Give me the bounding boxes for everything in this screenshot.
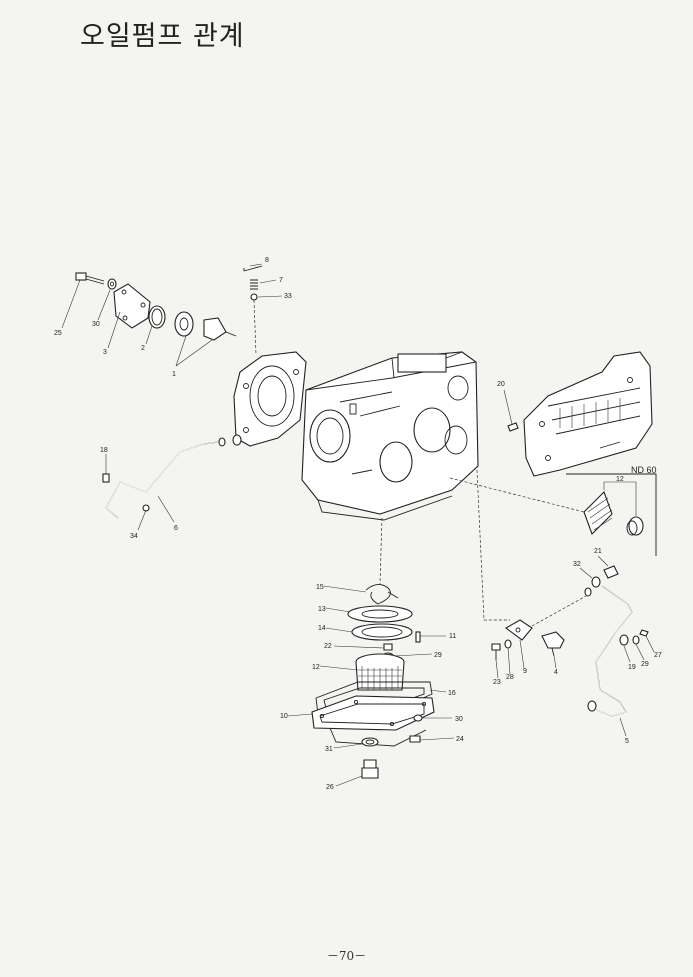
oil-strainer-12	[355, 653, 405, 691]
washer-29-right	[632, 635, 640, 645]
part-label-31: 31	[325, 746, 333, 753]
screw-18	[102, 473, 110, 483]
gasket-31	[361, 737, 379, 747]
part-label-7: 7	[279, 277, 283, 284]
part-label-9: 9	[523, 668, 527, 675]
part-label-30: 30	[92, 321, 100, 328]
fitting-21	[603, 565, 619, 579]
bracket-9	[505, 619, 533, 641]
part-label-11: 11	[449, 633, 456, 640]
washer-28	[504, 639, 512, 649]
front-cover-plate	[233, 351, 307, 447]
part-label-20: 20	[497, 381, 505, 388]
oil-pipe-5	[587, 585, 633, 717]
part-label-3: 3	[103, 349, 107, 356]
bolt-27	[639, 629, 649, 637]
part-number-labels: 8 7 33 25 30 3 2 1 18 6 34 20 12 21 32 1…	[54, 257, 662, 791]
part-label-5: 5	[625, 738, 629, 745]
part-label-15: 15	[316, 584, 324, 591]
side-cover	[523, 351, 653, 477]
page-title: 오일펌프 관계	[80, 21, 245, 52]
part-label-19: 19	[628, 664, 636, 671]
part-label-12-nd60: 12	[616, 476, 624, 483]
leader-lines	[61, 263, 655, 787]
pin-11	[415, 631, 421, 643]
part-label-32: 32	[573, 561, 581, 568]
bolt-23	[491, 643, 501, 660]
bolt-22	[383, 643, 393, 651]
part-label-10: 10	[280, 713, 288, 720]
part-label-27: 27	[654, 652, 662, 659]
spring-7	[250, 279, 258, 290]
part-label-33: 33	[284, 293, 292, 300]
pump-cover-3	[113, 283, 151, 329]
part-label-26: 26	[326, 784, 334, 791]
part-label-34: 34	[130, 533, 138, 540]
cotter-pin-8	[243, 265, 263, 272]
part-label-30-lower: 30	[455, 716, 463, 723]
part-label-29-right: 29	[641, 661, 649, 668]
part-label-12: 12	[312, 664, 320, 671]
plate-14	[351, 623, 413, 641]
drain-plug-26	[361, 759, 379, 779]
strainer-12-nd60	[583, 491, 644, 536]
banjo-bolt-19	[619, 634, 629, 646]
washer-30-lower	[413, 714, 423, 722]
washer-30	[107, 278, 117, 290]
part-label-13: 13	[318, 606, 326, 613]
part-label-24: 24	[456, 736, 464, 743]
pump-rotor-1	[174, 311, 237, 341]
part-label-29: 29	[434, 652, 442, 659]
nd60-variant-box	[566, 473, 657, 556]
o-ring-2	[148, 305, 166, 329]
part-label-1: 1	[172, 371, 176, 378]
strainer-screen-13	[347, 605, 413, 623]
part-label-8: 8	[265, 257, 269, 264]
part-label-18: 18	[100, 447, 108, 454]
spring-clip-15	[365, 584, 399, 605]
part-label-14: 14	[318, 625, 326, 632]
oil-sensor-4	[541, 631, 565, 657]
transmission-housing	[301, 351, 479, 521]
part-label-23: 23	[493, 679, 501, 686]
part-label-21: 21	[594, 548, 602, 555]
ball-33	[250, 293, 258, 301]
part-label-4: 4	[554, 669, 558, 676]
oil-pipe-6	[105, 434, 242, 519]
bolt-20	[507, 422, 519, 432]
page-number: －70－	[326, 949, 367, 963]
part-label-2: 2	[141, 345, 145, 352]
variant-label: ND 60	[631, 465, 657, 475]
washer-32	[584, 576, 601, 597]
part-label-28: 28	[506, 674, 514, 681]
part-label-6: 6	[174, 525, 178, 532]
part-label-16: 16	[448, 690, 456, 697]
clip-34	[142, 504, 150, 512]
part-label-25: 25	[54, 330, 62, 337]
part-label-22: 22	[324, 643, 332, 650]
bolt-24	[409, 735, 421, 743]
bolt-25	[75, 272, 105, 285]
